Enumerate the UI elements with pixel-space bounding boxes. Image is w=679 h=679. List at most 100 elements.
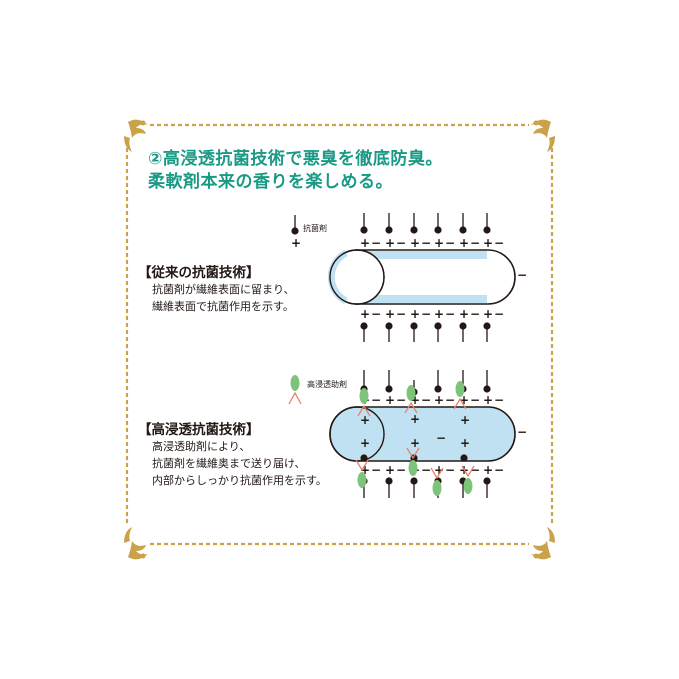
conventional-desc-line-2: 繊維表面で抗菌作用を示す。 bbox=[152, 300, 294, 313]
inner-plus: + bbox=[360, 413, 370, 427]
surface-plus: + bbox=[410, 236, 420, 250]
inner-minus: − bbox=[436, 431, 446, 445]
assistant-legs bbox=[404, 401, 418, 414]
surface-minus: − bbox=[445, 393, 455, 407]
surface-minus: − bbox=[445, 463, 455, 477]
inner-plus: + bbox=[460, 436, 470, 450]
assistant-capsule bbox=[463, 478, 473, 494]
surface-minus: − bbox=[494, 393, 504, 407]
surface-minus: − bbox=[470, 463, 480, 477]
surface-plus: + bbox=[459, 393, 469, 407]
high-penetration-fiber: − − bbox=[329, 406, 527, 462]
surface-minus: − bbox=[494, 307, 504, 321]
penetration-assistant-legend-label: 高浸透助剤 bbox=[307, 380, 347, 389]
surface-minus: − bbox=[421, 463, 431, 477]
agent-dot bbox=[483, 226, 491, 234]
assistant-capsule bbox=[408, 460, 418, 476]
agent-dot bbox=[385, 385, 393, 393]
antibacterial-agent-legend: + bbox=[291, 215, 301, 250]
high-penetration-fiber-minus: − bbox=[517, 425, 527, 439]
assistant-legs bbox=[355, 459, 369, 472]
assistant-capsule bbox=[455, 381, 465, 397]
agent-dot bbox=[483, 385, 491, 393]
surface-plus: + bbox=[483, 236, 493, 250]
surface-minus: − bbox=[371, 236, 381, 250]
inner-agent-dot bbox=[360, 454, 368, 462]
inner-plus: + bbox=[460, 413, 470, 427]
conventional-desc-line-1: 抗菌剤が繊維表面に留まり、 bbox=[152, 283, 295, 296]
inner-plus: + bbox=[410, 412, 420, 426]
agent-dot bbox=[434, 226, 442, 234]
surface-minus: − bbox=[470, 393, 480, 407]
surface-plus: + bbox=[434, 463, 444, 477]
surface-plus: + bbox=[360, 463, 370, 477]
agent-dot bbox=[459, 226, 467, 234]
surface-plus: + bbox=[434, 393, 444, 407]
frame-corner-bottom-right bbox=[531, 527, 555, 560]
surface-plus: + bbox=[483, 393, 493, 407]
surface-plus: + bbox=[360, 307, 370, 321]
surface-minus: − bbox=[396, 393, 406, 407]
surface-minus: − bbox=[396, 307, 406, 321]
surface-minus: − bbox=[371, 307, 381, 321]
assistant-capsule bbox=[357, 472, 367, 488]
surface-minus: − bbox=[421, 393, 431, 407]
surface-plus: + bbox=[459, 236, 469, 250]
agent-dot bbox=[385, 226, 393, 234]
assistant-legs bbox=[430, 467, 444, 480]
high-penetration-description: 高浸透助剤により、 抗菌剤を繊維奥まで送り届け、 内部からしっかり抗菌作用を示す… bbox=[152, 438, 327, 489]
surface-plus: + bbox=[385, 236, 395, 250]
main-heading: ②高浸透抗菌技術で悪臭を徹底防臭。 柔軟剤本来の香りを楽しめる。 bbox=[148, 148, 443, 194]
surface-minus: − bbox=[421, 307, 431, 321]
surface-minus: − bbox=[421, 236, 431, 250]
surface-minus: − bbox=[445, 236, 455, 250]
high-penetration-desc-line-3: 内部からしっかり抗菌作用を示す。 bbox=[152, 474, 327, 487]
surface-plus: + bbox=[459, 307, 469, 321]
antibacterial-agent-legend-label: 抗菌剤 bbox=[303, 224, 327, 233]
surface-minus: − bbox=[445, 307, 455, 321]
surface-minus: − bbox=[371, 463, 381, 477]
surface-plus: + bbox=[410, 393, 420, 407]
agent-dot bbox=[434, 385, 442, 393]
frame-corner-bottom-left bbox=[124, 527, 148, 560]
legend-plus: + bbox=[291, 236, 301, 250]
agent-dot bbox=[410, 226, 418, 234]
heading-line-2: 柔軟剤本来の香りを楽しめる。 bbox=[148, 172, 393, 192]
heading-line-1: ②高浸透抗菌技術で悪臭を徹底防臭。 bbox=[148, 149, 443, 169]
surface-minus: − bbox=[470, 236, 480, 250]
conventional-title: 【従来の抗菌技術】 bbox=[138, 265, 260, 281]
assistant-legs bbox=[406, 447, 420, 460]
assistant-capsule bbox=[359, 388, 369, 404]
surface-plus: + bbox=[483, 463, 493, 477]
inner-plus: + bbox=[360, 436, 370, 450]
frame-corner-top-left bbox=[124, 119, 148, 152]
surface-minus: − bbox=[396, 236, 406, 250]
inner-plus: + bbox=[410, 436, 420, 450]
conventional-fiber-minus: − bbox=[517, 268, 527, 282]
high-penetration-title: 【高浸透抗菌技術】 bbox=[138, 422, 260, 438]
surface-plus: + bbox=[434, 307, 444, 321]
surface-plus: + bbox=[410, 307, 420, 321]
frame-corner-top-right bbox=[531, 119, 555, 152]
assistant-legs bbox=[453, 397, 467, 410]
inner-agent-dot bbox=[460, 454, 468, 462]
surface-plus: + bbox=[360, 236, 370, 250]
surface-minus: − bbox=[396, 463, 406, 477]
conventional-fiber: − bbox=[327, 249, 527, 305]
surface-plus: + bbox=[434, 236, 444, 250]
high-penetration-desc-line-2: 抗菌剤を繊維奥まで送り届け、 bbox=[152, 457, 306, 470]
surface-minus: − bbox=[494, 463, 504, 477]
penetration-assistant-legend bbox=[288, 375, 302, 405]
high-penetration-desc-line-1: 高浸透助剤により、 bbox=[152, 440, 251, 453]
assistant-legs bbox=[461, 465, 475, 478]
surface-minus: − bbox=[494, 236, 504, 250]
surface-plus: + bbox=[385, 393, 395, 407]
assistant-capsule bbox=[432, 480, 442, 496]
surface-minus: − bbox=[371, 393, 381, 407]
conventional-description: 抗菌剤が繊維表面に留まり、 繊維表面で抗菌作用を示す。 bbox=[152, 281, 295, 315]
surface-plus: + bbox=[483, 307, 493, 321]
agent-dot bbox=[360, 226, 368, 234]
surface-plus: + bbox=[385, 463, 395, 477]
